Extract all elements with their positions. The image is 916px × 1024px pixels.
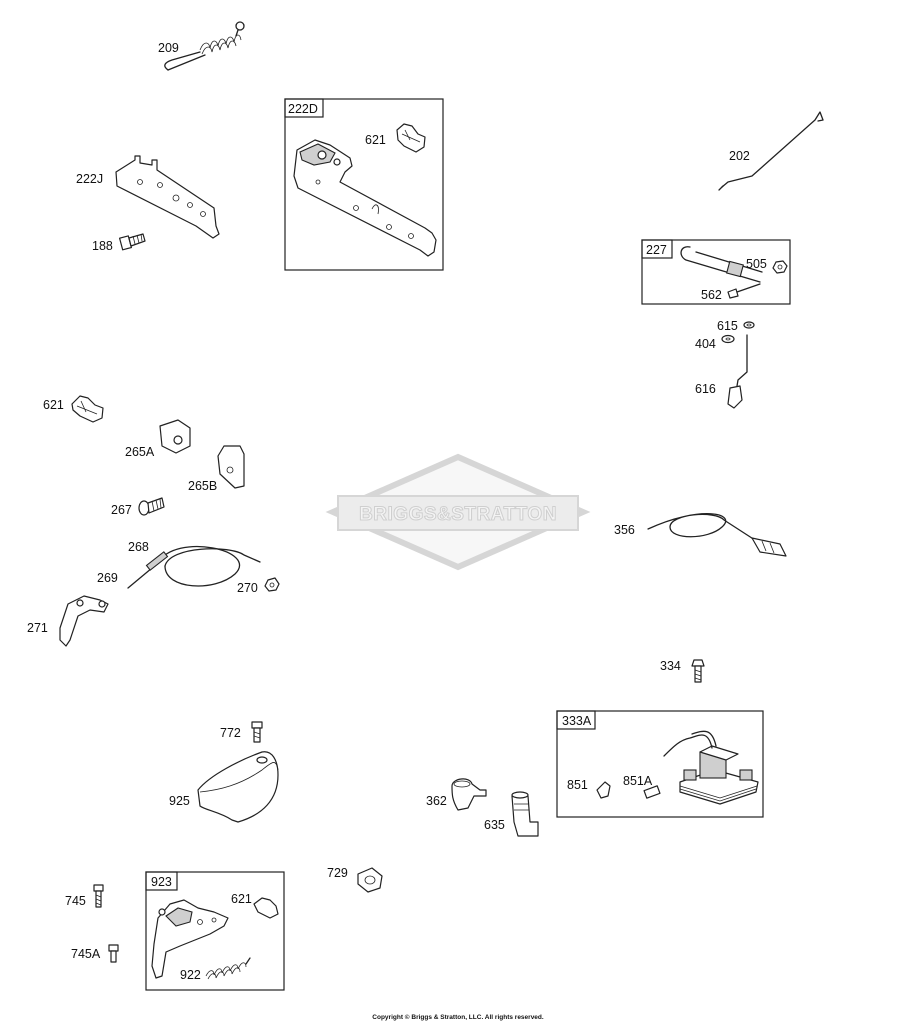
callout-227: 227 bbox=[646, 243, 667, 257]
part-271-lever bbox=[59, 595, 109, 647]
callout-772: 772 bbox=[220, 726, 241, 740]
callout-268: 268 bbox=[128, 540, 149, 554]
callout-265A: 265A bbox=[125, 445, 155, 459]
callout-334: 334 bbox=[660, 659, 681, 673]
kit-box-227 bbox=[641, 239, 791, 305]
part-615-washer bbox=[743, 321, 755, 329]
callout-356: 356 bbox=[614, 523, 635, 537]
part-267-screw bbox=[138, 497, 165, 516]
part-227-link bbox=[680, 246, 763, 299]
kit-box-222D bbox=[284, 98, 444, 271]
callout-505: 505 bbox=[746, 257, 767, 271]
part-851A-connector bbox=[643, 785, 661, 799]
callout-922: 922 bbox=[180, 968, 201, 982]
callout-265B: 265B bbox=[188, 479, 217, 493]
callout-362: 362 bbox=[426, 794, 447, 808]
part-745-screw bbox=[93, 884, 104, 908]
part-621-clip-boxed bbox=[396, 123, 426, 153]
callout-616: 616 bbox=[695, 382, 716, 396]
callout-923: 923 bbox=[151, 875, 172, 889]
part-635-elbow bbox=[511, 791, 539, 837]
part-265B-plate bbox=[217, 445, 245, 489]
part-922-spring bbox=[205, 957, 251, 980]
part-621-clip bbox=[71, 395, 104, 423]
part-505-nut bbox=[772, 260, 788, 274]
callout-271: 271 bbox=[27, 621, 48, 635]
part-621-clip-923 bbox=[253, 897, 279, 919]
part-268-cable bbox=[127, 545, 261, 589]
part-222D-control-bracket bbox=[293, 139, 437, 257]
part-616-lever-shaft bbox=[727, 334, 748, 409]
callout-621-923: 621 bbox=[231, 892, 252, 906]
callout-270: 270 bbox=[237, 581, 258, 595]
callout-222J: 222J bbox=[76, 172, 103, 186]
part-333A-ignition-armature bbox=[663, 730, 759, 805]
part-923-control-bracket bbox=[151, 899, 229, 979]
part-729-grommet bbox=[357, 867, 383, 893]
part-270-nut bbox=[264, 577, 280, 592]
part-772-screw bbox=[251, 721, 263, 743]
part-404-washer bbox=[721, 334, 735, 344]
callout-404: 404 bbox=[695, 337, 716, 351]
part-851-terminal bbox=[596, 781, 611, 799]
callout-851: 851 bbox=[567, 778, 588, 792]
callout-562: 562 bbox=[701, 288, 722, 302]
callout-621: 621 bbox=[43, 398, 64, 412]
callout-267: 267 bbox=[111, 503, 132, 517]
part-356-ground-wire bbox=[647, 513, 787, 557]
callout-745A: 745A bbox=[71, 947, 101, 961]
part-209-spring bbox=[164, 21, 245, 71]
part-925-cover bbox=[197, 751, 279, 823]
copyright-notice: Copyright © Briggs & Stratton, LLC. All … bbox=[372, 1014, 544, 1021]
kit-box-333A bbox=[556, 710, 764, 818]
callout-851A: 851A bbox=[623, 774, 653, 788]
callout-745: 745 bbox=[65, 894, 86, 908]
part-265A-bracket bbox=[159, 419, 191, 454]
callout-188: 188 bbox=[92, 239, 113, 253]
callout-209: 209 bbox=[158, 41, 179, 55]
callout-621-222D: 621 bbox=[365, 133, 386, 147]
callout-615: 615 bbox=[717, 319, 738, 333]
callout-635: 635 bbox=[484, 818, 505, 832]
part-188-bolt bbox=[118, 233, 146, 251]
part-362-fitting bbox=[451, 778, 487, 811]
brand-watermark-logo: BRIGGS&STRATTON bbox=[325, 453, 591, 571]
callout-729: 729 bbox=[327, 866, 348, 880]
part-745A-screw bbox=[108, 944, 119, 963]
callout-222D: 222D bbox=[288, 102, 318, 116]
callout-925: 925 bbox=[169, 794, 190, 808]
part-202-governor-rod bbox=[718, 111, 824, 191]
callout-333A: 333A bbox=[562, 714, 592, 728]
brand-watermark-text: BRIGGS&STRATTON bbox=[359, 504, 557, 525]
kit-box-923 bbox=[145, 871, 285, 991]
callout-202: 202 bbox=[729, 149, 750, 163]
callout-269: 269 bbox=[97, 571, 118, 585]
part-222J-bracket bbox=[115, 155, 220, 239]
part-334-screw bbox=[691, 659, 705, 683]
